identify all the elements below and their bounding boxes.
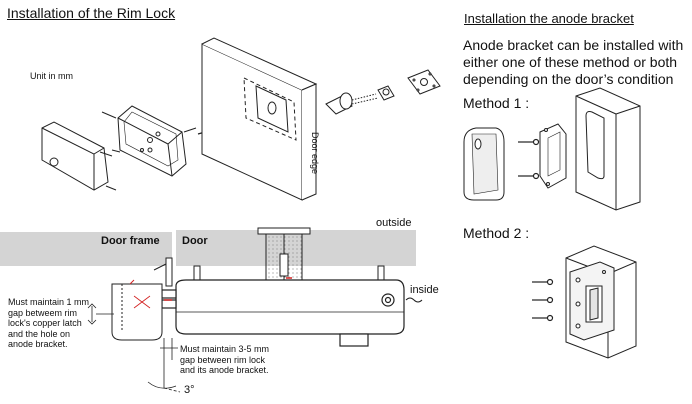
right-description-line: Anode bracket can be installed with <box>463 37 684 53</box>
method2-label: Method 2 : <box>463 225 530 241</box>
note-3-5mm: Must maintain 3-5 mm gap between rim loc… <box>180 344 269 376</box>
lock-body <box>101 105 197 177</box>
method1-plate <box>539 123 567 189</box>
note-1mm-line: Must maintain 1 mm <box>8 297 90 307</box>
note-1mm-line: gap betweem rim <box>8 307 78 318</box>
exploded-rim-lock <box>41 37 441 201</box>
lock-cover <box>41 121 117 191</box>
right-description-line: depending on the door’s condition <box>463 71 674 87</box>
leader-lines <box>87 303 181 393</box>
door-edge-label: Door edge <box>310 132 320 175</box>
angle-label: 3° <box>184 384 195 396</box>
left-title: Installation of the Rim Lock <box>7 5 176 21</box>
note-1mm: Must maintain 1 mm gap betweem rim lock'… <box>8 297 89 350</box>
anode-bracket <box>111 257 173 341</box>
note-1mm-line: anode bracket. <box>8 339 68 349</box>
top-view-section <box>0 227 423 393</box>
cylinder-through-door <box>257 227 311 283</box>
door-frame-label: Door frame <box>101 235 160 247</box>
door-label: Door <box>182 235 208 247</box>
right-description-line: either one of these method or both <box>463 54 678 70</box>
method1-label: Method 1 : <box>463 95 530 111</box>
note-3-5mm-line: Must maintain 3-5 mm <box>180 344 270 354</box>
method1-drawing <box>463 87 641 211</box>
cylinder <box>325 85 395 115</box>
inside-label: inside <box>410 284 439 296</box>
unit-label: Unit in mm <box>30 71 74 81</box>
note-3-5mm-line: gap between rim lock <box>180 354 266 365</box>
note-1mm-line: lock's copper latch <box>8 318 82 328</box>
method2-screws <box>532 278 554 322</box>
method1-door <box>575 87 641 211</box>
outside-label: outside <box>376 217 412 229</box>
right-title: Installation the anode bracket <box>464 11 634 26</box>
method2-drawing <box>532 245 637 359</box>
method2-bracket <box>569 261 615 341</box>
door-frame-band <box>0 232 172 266</box>
method1-screws <box>518 138 540 180</box>
method1-bracket <box>463 127 505 201</box>
back-plate <box>407 69 441 95</box>
note-1mm-line: and the hole on <box>8 328 71 339</box>
rim-lock-body <box>161 279 405 347</box>
right-description: Anode bracket can be installed with eith… <box>463 37 683 88</box>
door-panel <box>201 37 318 201</box>
note-3-5mm-line: and its anode bracket. <box>180 365 269 375</box>
